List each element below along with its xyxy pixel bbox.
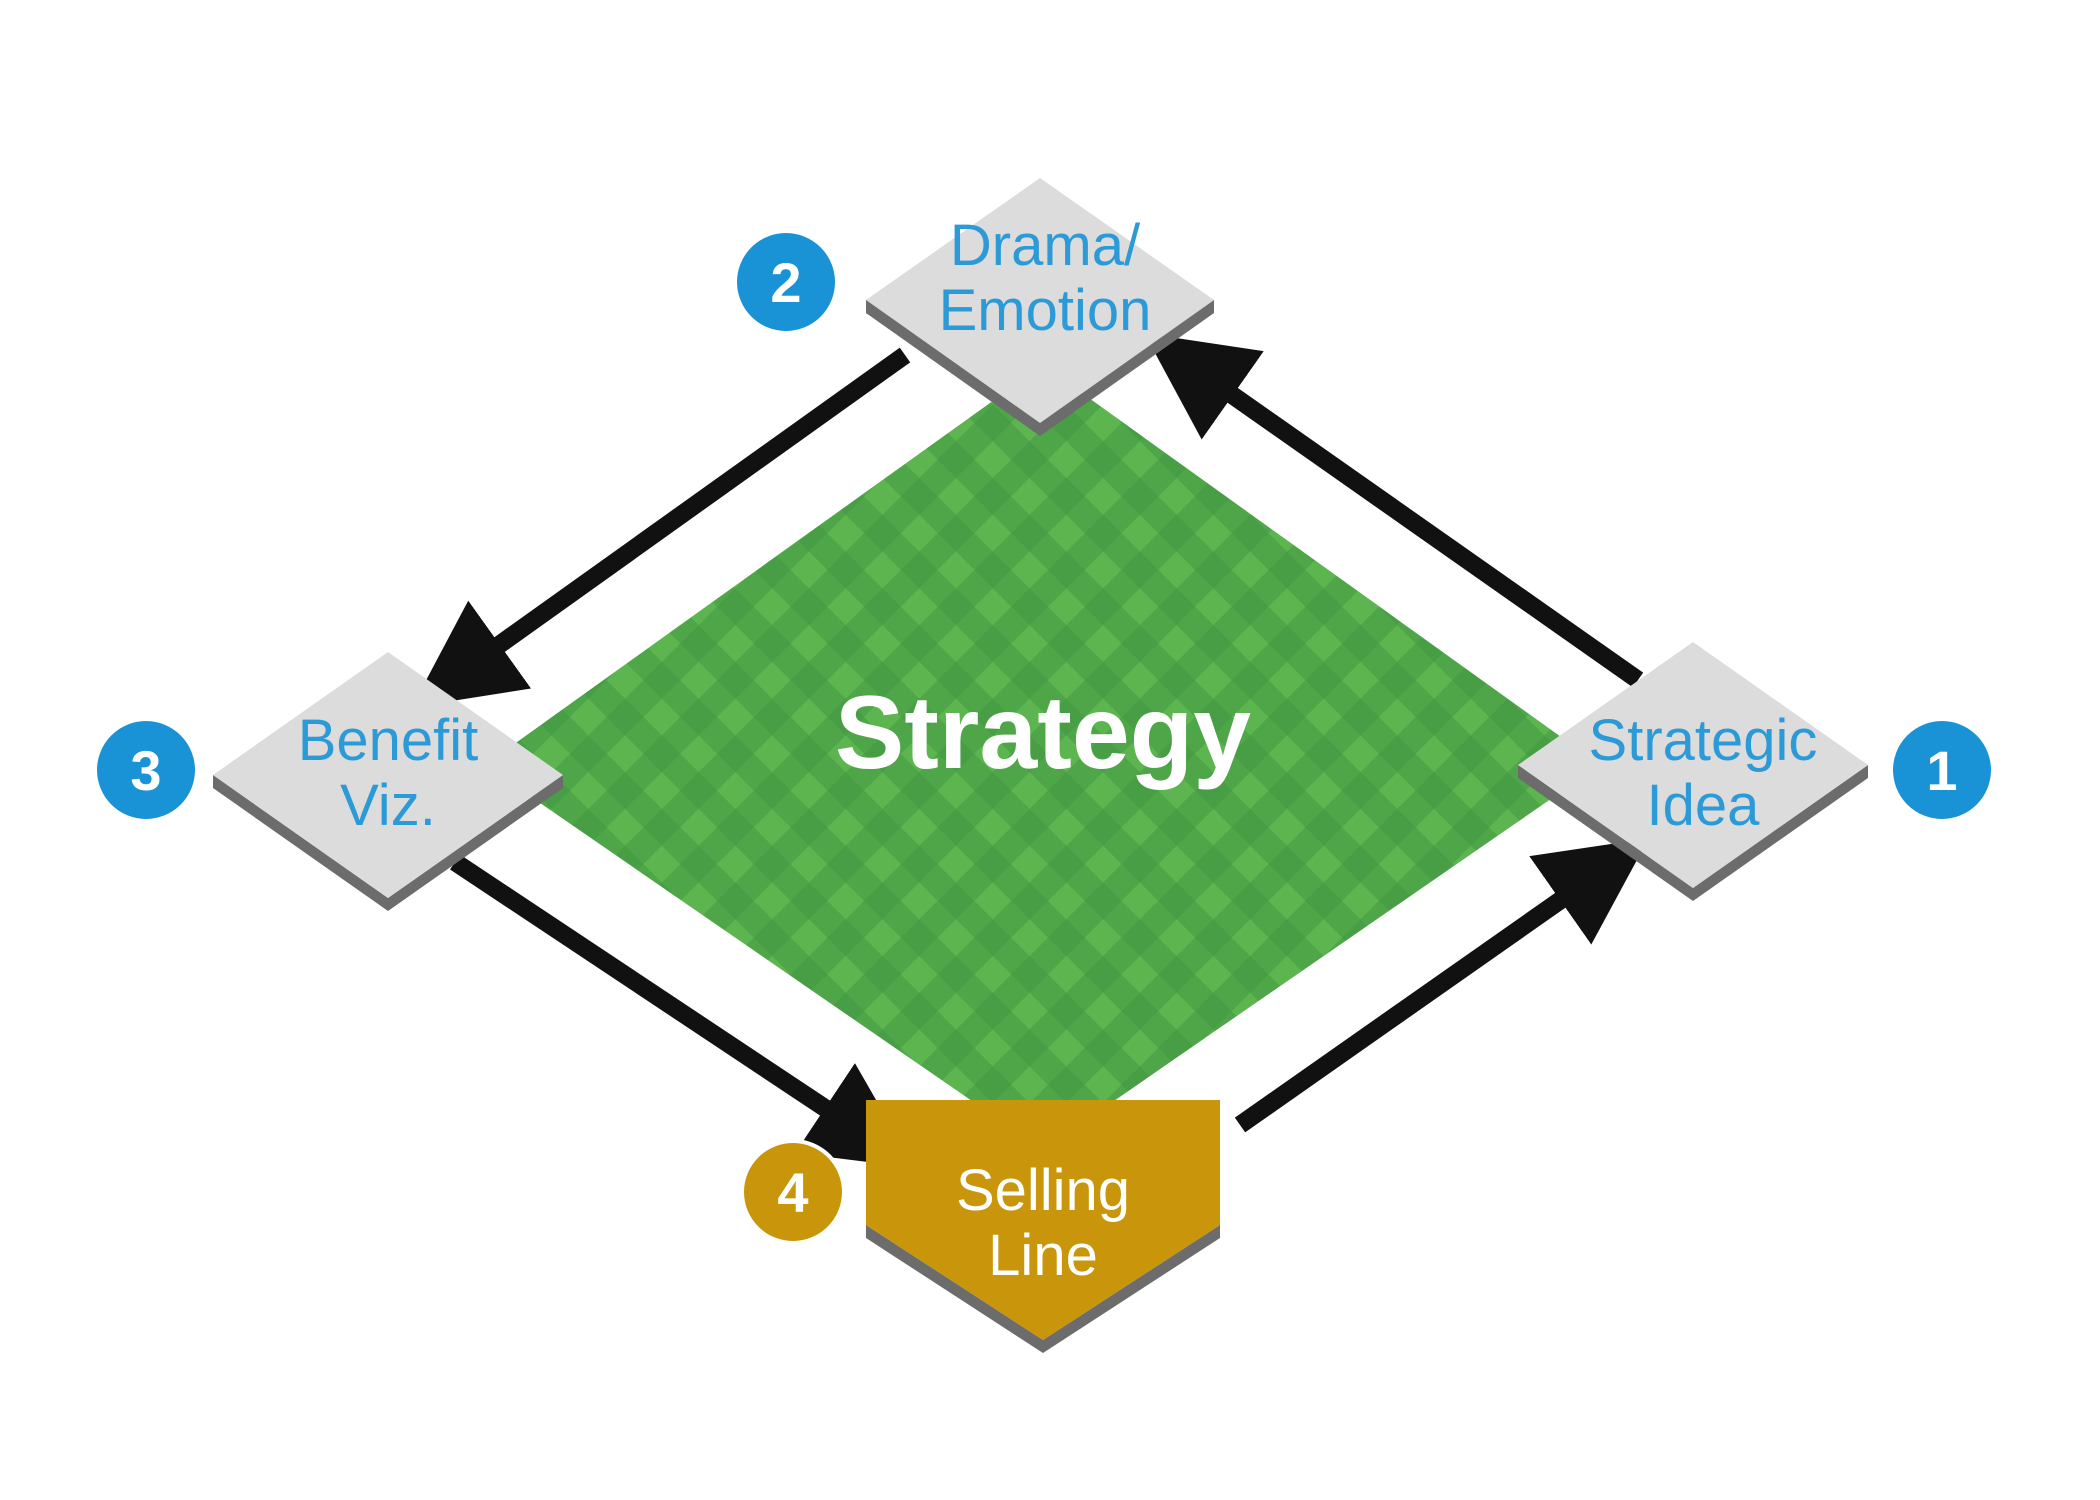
node-4-line2: Line	[988, 1223, 1098, 1288]
node-3-line2: Viz.	[340, 773, 436, 838]
node-2-line1: Drama/	[950, 213, 1141, 278]
node-3-line1: Benefit	[298, 708, 479, 773]
badge-4: 4	[740, 1139, 846, 1245]
node-4-line1: Selling	[956, 1158, 1130, 1223]
arrow-selling-to-idea	[1234, 838, 1649, 1133]
badge-1: 1	[1889, 717, 1995, 823]
center-label: Strategy	[835, 675, 1251, 791]
badge-3: 3	[93, 717, 199, 823]
strategy-field	[485, 365, 1600, 1150]
arrow-idea-to-drama	[1144, 333, 1644, 688]
arrow-drama-to-benefit	[411, 347, 911, 708]
node-strategic-idea: Strategic Idea	[1518, 642, 1868, 901]
badge-4-number: 4	[777, 1161, 808, 1224]
node-selling-line: Selling Line	[866, 1100, 1220, 1353]
arrow-benefit-to-selling	[450, 854, 915, 1168]
badge-2: 2	[733, 229, 839, 335]
badge-1-number: 1	[1926, 739, 1957, 802]
node-1-line2: Idea	[1647, 773, 1761, 838]
badge-3-number: 3	[130, 739, 161, 802]
node-drama-emotion: Drama/ Emotion	[866, 178, 1214, 436]
badge-2-number: 2	[770, 251, 801, 314]
node-benefit-viz: Benefit Viz.	[213, 652, 563, 911]
node-2-line2: Emotion	[939, 278, 1152, 343]
node-1-line1: Strategic	[1589, 708, 1818, 773]
